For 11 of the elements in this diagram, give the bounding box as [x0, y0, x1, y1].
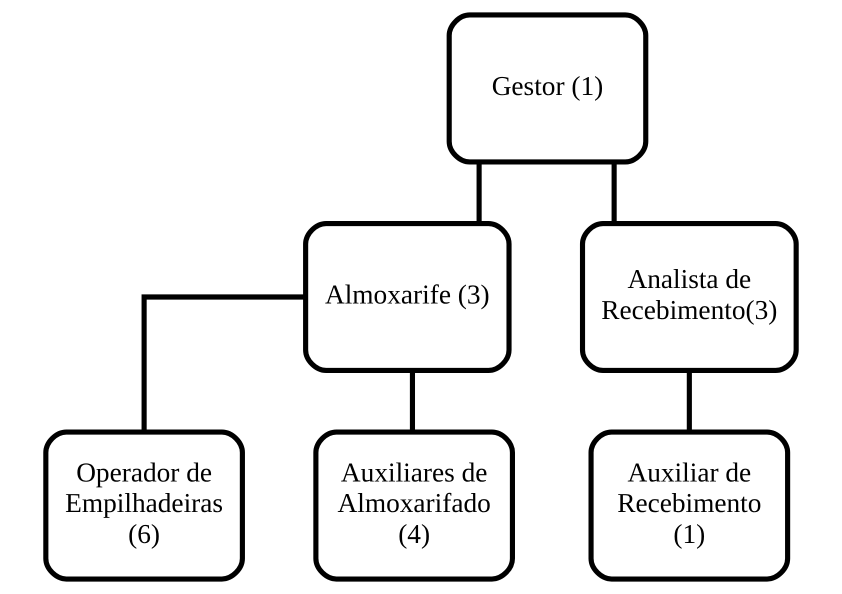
node-box: Almoxarife (3) — [303, 220, 512, 374]
node-box: Auxiliares de Almoxarifado (4) — [313, 429, 515, 582]
node-box: Analista de Recebimento(3) — [580, 220, 799, 374]
connector — [612, 162, 617, 224]
node-box: Auxiliar de Recebimento (1) — [588, 429, 790, 582]
connector — [476, 162, 482, 224]
connector — [410, 370, 416, 432]
connector — [686, 370, 692, 432]
node-box: Operador de Empilhadeiras (6) — [43, 429, 245, 582]
connector — [142, 294, 306, 432]
node-box: Gestor (1) — [446, 12, 648, 165]
